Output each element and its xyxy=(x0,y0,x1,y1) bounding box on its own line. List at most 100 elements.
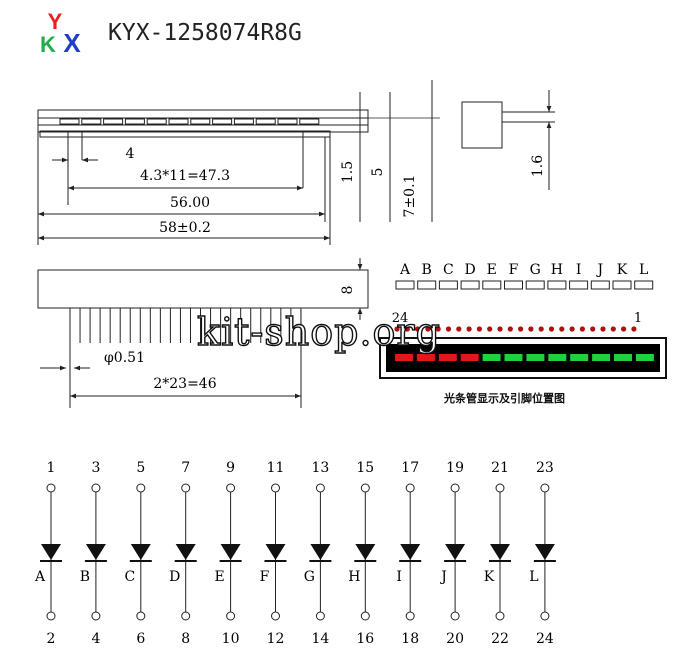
anode-terminal xyxy=(136,483,146,493)
top-segment xyxy=(299,118,320,125)
top-segment xyxy=(81,118,102,125)
segment-label: D xyxy=(464,262,475,278)
top-segment xyxy=(190,118,211,125)
top-view-segments xyxy=(59,118,320,125)
channel-label: J xyxy=(439,569,447,585)
pin-dot xyxy=(507,326,513,332)
channel-label: L xyxy=(529,569,538,585)
top-segment xyxy=(103,118,124,125)
anode-pin-number: 5 xyxy=(136,460,145,476)
channel-label: D xyxy=(169,569,180,585)
diode-channel: 7D8 xyxy=(169,460,197,647)
diode-symbol xyxy=(490,544,510,560)
cathode-pin-number: 4 xyxy=(91,631,100,647)
segment-label: G xyxy=(530,262,541,278)
anode-pin-number: 17 xyxy=(401,460,419,476)
anode-terminal xyxy=(315,483,325,493)
bar-segment xyxy=(460,354,479,361)
bar-segment xyxy=(526,354,545,361)
cathode-terminal xyxy=(405,611,415,621)
anode-pin-number: 3 xyxy=(91,460,100,476)
bar-segment xyxy=(548,354,567,361)
segment-box xyxy=(569,280,589,290)
anode-terminal xyxy=(540,483,550,493)
pin-dot xyxy=(435,326,441,332)
cathode-pin-number: 18 xyxy=(401,631,419,647)
cathode-pin-number: 2 xyxy=(47,631,56,647)
anode-pin-number: 9 xyxy=(226,460,235,476)
diode-symbol xyxy=(175,544,196,560)
segment-label: I xyxy=(576,262,582,278)
segment-box xyxy=(634,280,654,290)
dim-inner-length: 56.00 xyxy=(170,195,210,211)
top-segment xyxy=(59,118,80,125)
cathode-terminal xyxy=(46,611,56,621)
dim-body-height: 7±0.1 xyxy=(402,175,418,218)
pin-dot xyxy=(579,326,586,332)
diode-circuit: 1A23B45C67D89E1011F1213G1415H1617I1819J2… xyxy=(34,460,556,647)
diode-channel: 5C6 xyxy=(124,460,152,647)
cathode-pin-number: 12 xyxy=(267,631,285,647)
pin-dot xyxy=(466,326,472,332)
cathode-terminal xyxy=(450,611,460,621)
watermark-text: kit-shop.org xyxy=(196,309,441,354)
dim-pin-diameter: φ0.51 xyxy=(104,350,145,366)
channel-label: H xyxy=(348,569,360,585)
segment-label: F xyxy=(509,262,519,278)
diode-channel: 17I 18 xyxy=(396,460,422,647)
pin-dot xyxy=(445,326,452,332)
top-view-drawing xyxy=(37,80,440,245)
anode-terminal xyxy=(46,483,56,493)
pin-dot xyxy=(518,326,524,332)
segment-label: B xyxy=(422,262,432,278)
cathode-pin-number: 10 xyxy=(222,631,240,647)
channel-label: F xyxy=(260,569,270,585)
pin-marker-right: 1 xyxy=(634,311,642,326)
channel-label: I xyxy=(396,569,402,585)
diode-symbol xyxy=(534,544,555,560)
pin-dot xyxy=(548,326,555,332)
anode-terminal xyxy=(91,483,101,493)
bar-segment xyxy=(482,354,501,361)
segment-box xyxy=(525,280,545,290)
diode-symbol xyxy=(310,544,331,560)
top-segment xyxy=(233,118,254,125)
dim-side-depth: 1.6 xyxy=(530,155,546,177)
dim-pitch: 4 xyxy=(126,146,135,162)
brand-logo: Y K X xyxy=(40,9,81,58)
dim-segment-span: 4.3*11=47.3 xyxy=(140,168,230,184)
bar-segment xyxy=(504,354,523,361)
diode-symbol xyxy=(220,544,241,560)
cathode-terminal xyxy=(136,611,146,621)
diode-symbol xyxy=(130,544,151,560)
anode-terminal xyxy=(226,483,236,493)
diode-channel: 1A2 xyxy=(34,460,62,647)
channel-label: K xyxy=(484,569,495,585)
bar-segment xyxy=(570,354,589,361)
pin-diagram-caption: 光条管显示及引脚位置图 xyxy=(444,392,565,405)
logo-letter-y: Y xyxy=(48,9,63,34)
side-view-drawing xyxy=(461,90,555,190)
logo-letter-k: K xyxy=(40,32,56,57)
diode-symbol xyxy=(445,544,466,560)
cathode-terminal xyxy=(540,611,550,621)
bar-display xyxy=(379,337,667,379)
pin-dot xyxy=(569,326,575,332)
anode-pin-number: 23 xyxy=(536,460,554,476)
bar-segment xyxy=(416,354,435,361)
anode-pin-number: 1 xyxy=(47,460,56,476)
anode-pin-number: 15 xyxy=(356,460,374,476)
pin-dot xyxy=(476,326,482,332)
segment-box xyxy=(395,280,415,290)
pin-dot xyxy=(394,326,400,332)
segment-box xyxy=(590,280,610,290)
diode-symbol xyxy=(355,544,376,560)
anode-pin-number: 13 xyxy=(311,460,329,476)
top-segment xyxy=(277,118,298,125)
anode-terminal xyxy=(450,483,460,493)
segment-box xyxy=(482,280,502,290)
cathode-terminal xyxy=(315,611,325,621)
